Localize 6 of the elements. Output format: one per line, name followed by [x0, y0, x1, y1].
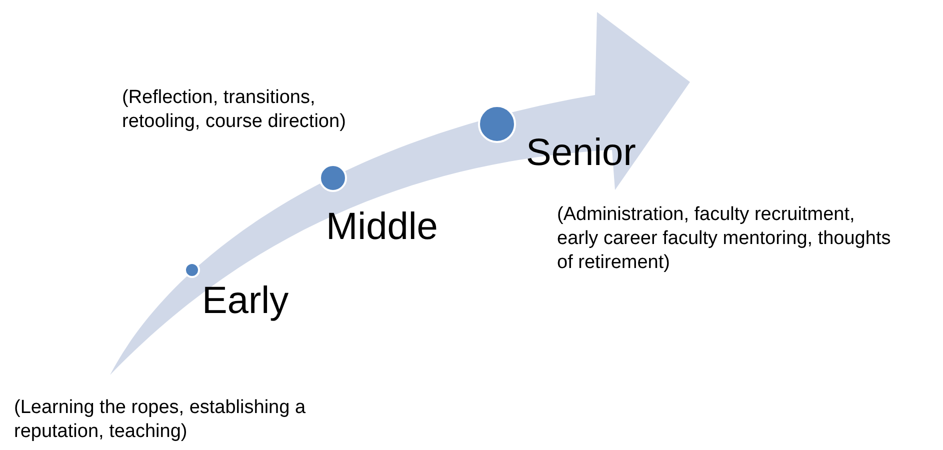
stage-description: (Reflection, transitions, retooling, course direction)	[122, 86, 347, 134]
stage-label: Middle	[326, 208, 438, 246]
stage-label: Early	[202, 282, 289, 320]
stage-description: (Administration, faculty recruitment, early career faculty mentoring, thoughts of retirement)	[557, 203, 892, 275]
stage-description: (Learning the ropes, establishing a reputation, teaching)	[14, 396, 307, 444]
stage-label: Senior	[526, 134, 636, 172]
